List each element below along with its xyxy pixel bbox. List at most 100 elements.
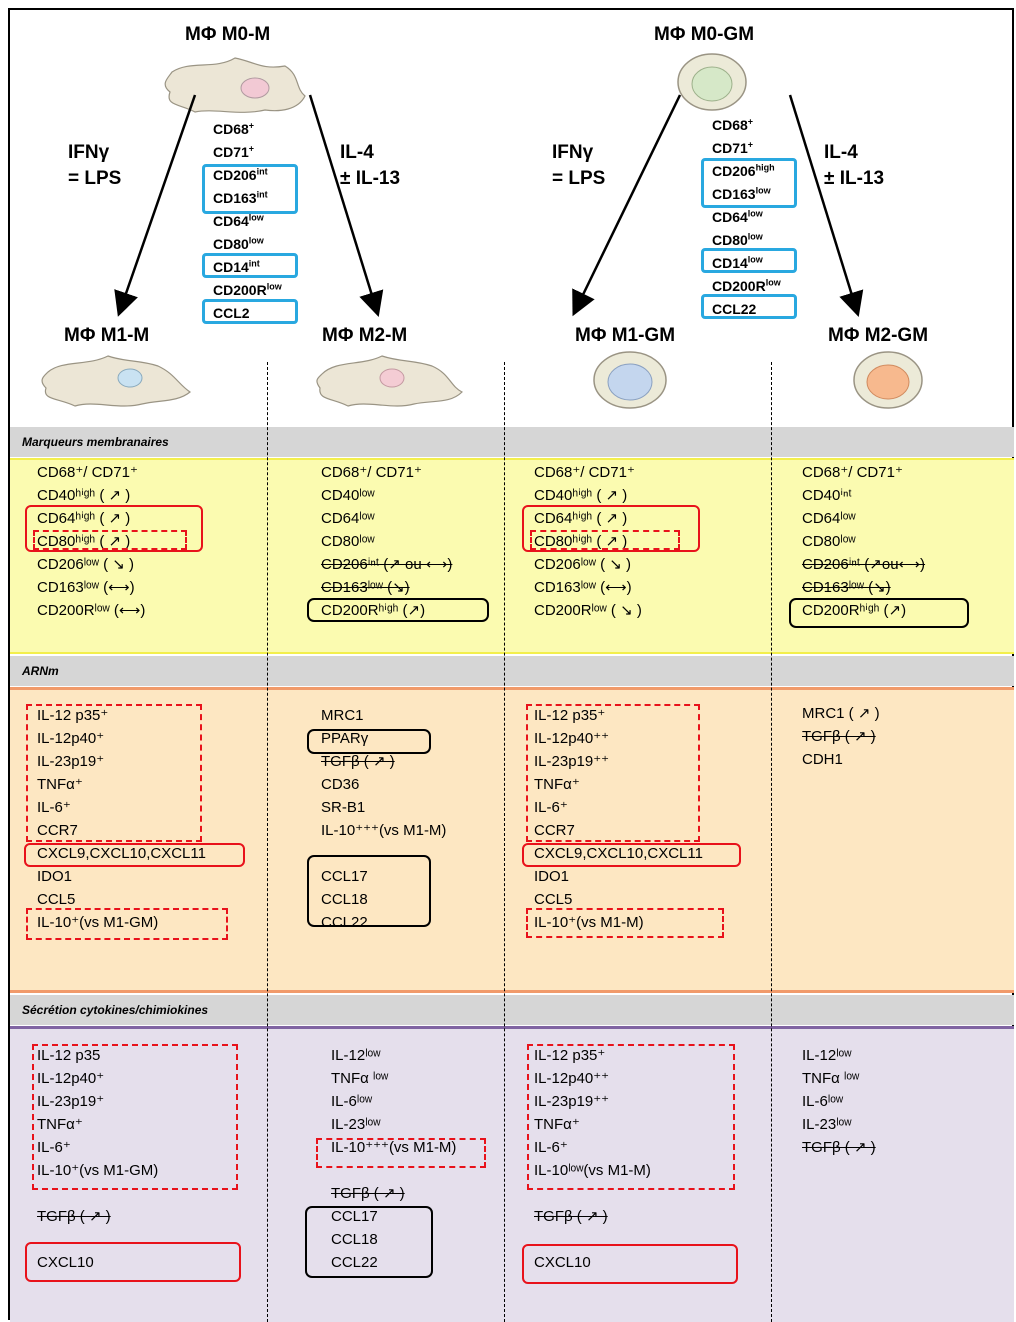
- list-item: CCL22: [331, 1254, 378, 1271]
- list-item: CDH1: [802, 751, 843, 768]
- membrane-m1-m-red-box: [25, 505, 203, 552]
- marker-item: CD64low: [712, 208, 763, 225]
- list-item: CD80ʰⁱᵍʰ ( ↗ ): [37, 533, 131, 550]
- list-item: CD163ˡᵒʷ (↘): [321, 579, 410, 596]
- list-item: TNFα ˡᵒʷ: [331, 1070, 389, 1087]
- list-item: IL-10⁺(vs M1-M): [534, 914, 644, 931]
- cell-illustrations: [41, 53, 923, 409]
- list-item: IL-12 p35⁺: [534, 707, 606, 724]
- list-item: CD200Rʰⁱᵍʰ (↗): [802, 602, 907, 619]
- list-item: CCL5: [534, 891, 573, 908]
- membrane-m2-m-black-box: [307, 598, 489, 622]
- arnm-m1-m: IL-12 p35⁺IL-12p40⁺IL-23p19⁺TNFα⁺IL-6⁺CC…: [37, 704, 206, 934]
- list-item: CD200Rˡᵒʷ ( ↘ ): [534, 602, 642, 619]
- arnm-m1-gm-red-dashed-box-il10: [526, 908, 724, 938]
- marker-item: CD163low: [712, 185, 771, 202]
- membrane-m1-gm-red-dashed-box: [530, 530, 680, 550]
- list-item: CXCL10: [534, 1254, 591, 1271]
- ifng-label-right: IFNγ= LPS: [552, 142, 606, 189]
- list-item: MRC1 ( ↗ ): [802, 705, 880, 722]
- list-item: CCL18: [331, 1231, 378, 1248]
- m0-gm-highlight-box-ccl22: [701, 294, 797, 319]
- list-item: TGFβ ( ↗ ): [802, 1139, 876, 1156]
- list-item: CD163ˡᵒʷ (⟷): [37, 579, 135, 596]
- list-item: CD64ˡᵒʷ: [321, 510, 375, 527]
- list-item: CD80ʰⁱᵍʰ ( ↗ ): [534, 533, 628, 550]
- secretion-m2-m-black-box: [305, 1206, 433, 1278]
- m0-m-highlight-box-cd14: [202, 253, 298, 278]
- m0-m-highlight-box-ccl2: [202, 299, 298, 324]
- m0-gm-title: MΦ M0-GM: [654, 24, 755, 45]
- marker-item: CD14int: [213, 258, 260, 275]
- column-divider-2: [504, 362, 505, 1322]
- m0-gm-highlight-box-cd14: [701, 248, 797, 273]
- list-item: IL-10⁺(vs M1-GM): [37, 914, 159, 931]
- m0-gm-highlight-box-cd206-cd163: [701, 158, 797, 208]
- list-item: IDO1: [534, 868, 570, 885]
- list-item: IL-6⁺: [37, 799, 71, 816]
- arrow-m0gm-to-m2gm: [788, 94, 864, 317]
- list-item: TGFβ ( ↗ ): [534, 1208, 608, 1225]
- list-item: IL-12p40⁺: [37, 1070, 105, 1087]
- list-item: TGFβ ( ↗ ): [321, 753, 395, 770]
- list-item: TGFβ ( ↗ ): [37, 1208, 111, 1225]
- m0-m-title: MΦ M0-M: [185, 24, 271, 45]
- list-item: CCR7: [534, 822, 575, 839]
- marker-item: CD200Rlow: [213, 281, 282, 298]
- secretion-m1-m-red-box: [25, 1242, 241, 1282]
- list-item: IL-23p19⁺: [37, 753, 105, 770]
- membrane-m2-gm-black-box: [789, 598, 969, 628]
- arnm-m1-gm: IL-12 p35⁺IL-12p40⁺⁺IL-23p19⁺⁺TNFα⁺IL-6⁺…: [534, 704, 703, 934]
- list-item: CXCL9,CXCL10,CXCL11: [534, 845, 703, 862]
- m1-gm-title: MΦ M1-GM: [575, 325, 676, 346]
- list-item: TNFα⁺: [534, 1116, 580, 1133]
- marker-item: CD80low: [213, 235, 264, 252]
- arrow-m0gm-to-m1gm: [572, 94, 682, 317]
- list-item: IL-6ˡᵒʷ: [802, 1093, 844, 1110]
- list-item: IL-12p40⁺: [37, 730, 105, 747]
- list-item: CCL17: [331, 1208, 378, 1225]
- list-item: IL-23p19⁺⁺: [534, 753, 610, 770]
- list-item: CD68⁺/ CD71⁺: [802, 464, 903, 481]
- m1-m-title: MΦ M1-M: [64, 325, 150, 346]
- ifng-label-left: IFNγ= LPS: [68, 142, 122, 189]
- list-item: CD68⁺/ CD71⁺: [321, 464, 422, 481]
- column-divider-3: [771, 362, 772, 1322]
- list-item: CXCL9,CXCL10,CXCL11: [37, 845, 206, 862]
- list-item: CD200Rˡᵒʷ (⟷): [37, 602, 146, 619]
- list-item: IL-10⁺⁺⁺(vs M1-M): [331, 1139, 457, 1156]
- list-item: PPARγ: [321, 730, 369, 747]
- list-item: IL-23ˡᵒʷ: [802, 1116, 852, 1133]
- m2-gm-title: MΦ M2-GM: [828, 325, 929, 346]
- marker-item: CD71+: [712, 139, 754, 156]
- list-item: CD163ˡᵒʷ (↘): [802, 579, 891, 596]
- list-item: CD80ˡᵒʷ: [802, 533, 856, 550]
- list-item: IDO1: [37, 868, 73, 885]
- list-item: CD40ʰⁱᵍʰ ( ↗ ): [37, 487, 131, 504]
- list-item: IL-6⁺: [37, 1139, 71, 1156]
- arnm-m1-m-red-box: [24, 843, 245, 867]
- list-item: IL-23p19⁺: [37, 1093, 105, 1110]
- list-item: CD80ˡᵒʷ: [321, 533, 375, 550]
- il4-label-left: IL-4± IL-13: [340, 142, 401, 189]
- list-item: IL-10⁺⁺⁺(vs M1-M): [321, 822, 447, 839]
- m2-m-cell-icon: [316, 355, 464, 407]
- list-item: CD36: [321, 776, 360, 793]
- list-item: CD200Rʰⁱᵍʰ (↗): [321, 602, 426, 619]
- list-item: CD40ʰⁱᵍʰ ( ↗ ): [534, 487, 628, 504]
- list-item: IL-23ˡᵒʷ: [331, 1116, 381, 1133]
- list-item: IL-12 p35⁺: [534, 1047, 606, 1064]
- marker-item: CD206int: [213, 166, 268, 183]
- secretion-band: [10, 1026, 1014, 1322]
- m0-gm-cell-icon: [677, 53, 747, 111]
- list-item: CCL17: [321, 868, 368, 885]
- list-item: TNFα⁺: [37, 1116, 83, 1133]
- m1-m-cell-icon: [41, 355, 192, 407]
- arnm-m1-gm-red-dashed-box: [526, 704, 700, 842]
- list-item: CD68⁺/ CD71⁺: [534, 464, 635, 481]
- list-item: IL-10ˡᵒʷ(vs M1-M): [534, 1162, 651, 1179]
